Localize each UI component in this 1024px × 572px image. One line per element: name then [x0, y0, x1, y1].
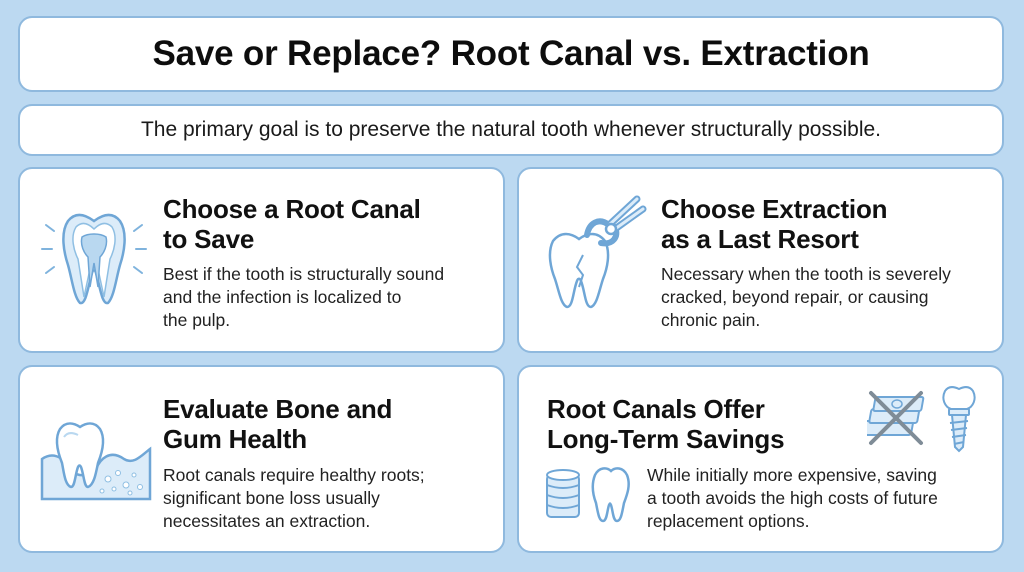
card-heading: Choose a Root Canal to Save — [163, 194, 421, 254]
crossed-out-money-icon — [867, 391, 925, 445]
coin-stack-icon — [546, 469, 580, 518]
card-body: Necessary when the tooth is severely cra… — [661, 264, 951, 330]
card-long-term-savings: Root Canals Offer Long-Term Savings Whil… — [517, 365, 1004, 553]
card-extraction: Choose Extraction as a Last Resort Neces… — [517, 167, 1004, 353]
card-heading: Evaluate Bone and Gum Health — [163, 394, 393, 454]
tooth-extraction-forceps-icon — [548, 195, 647, 309]
card-body: Best if the tooth is structurally sound … — [163, 264, 445, 330]
tooth-cross-section-icon — [41, 213, 147, 305]
card-heading: Root Canals Offer Long-Term Savings — [547, 394, 785, 454]
subtitle-banner: The primary goal is to preserve the natu… — [18, 104, 1004, 156]
card-bone-gum-health: Evaluate Bone and Gum Health Root canals… — [18, 365, 505, 553]
card-heading: Choose Extraction as a Last Resort — [661, 194, 888, 254]
tooth-in-gum-bone-icon — [40, 422, 152, 501]
card-body: Root canals require healthy roots; signi… — [163, 465, 425, 531]
card-body: While initially more expensive, saving a… — [647, 465, 938, 531]
title-banner: Save or Replace? Root Canal vs. Extracti… — [18, 16, 1004, 92]
page-title: Save or Replace? Root Canal vs. Extracti… — [152, 34, 870, 73]
page-subtitle: The primary goal is to preserve the natu… — [140, 118, 882, 141]
dental-implant-icon — [942, 386, 976, 453]
card-root-canal: Choose a Root Canal to Save Best if the … — [18, 167, 505, 353]
tooth-icon — [591, 467, 630, 523]
